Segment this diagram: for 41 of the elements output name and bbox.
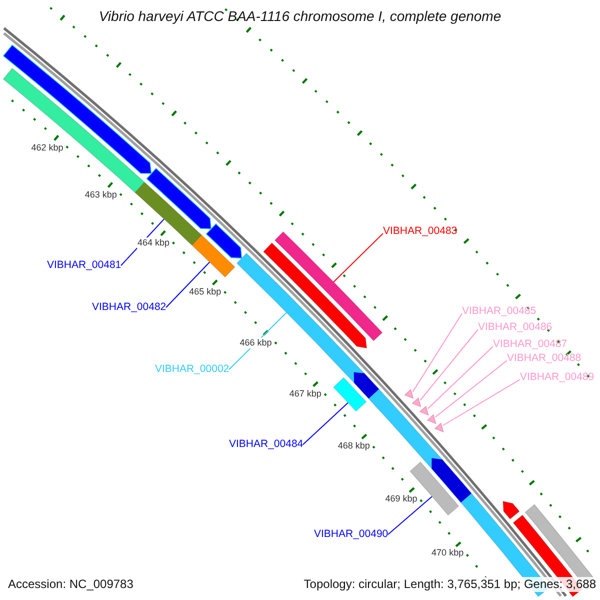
scale-label: 468 kbp	[336, 440, 371, 452]
gene-label: VIBHAR_00487	[493, 338, 568, 351]
gene-label: VIBHAR_00482	[92, 301, 166, 314]
gene-label: VIBHAR_00488	[507, 352, 582, 365]
gene-label: VIBHAR_00481	[47, 259, 122, 272]
accession-number: Accession: NC_009783	[6, 577, 136, 592]
gene-label: VIBHAR_00490	[314, 528, 388, 541]
gene-label: VIBHAR_00483	[383, 225, 458, 238]
leader-line	[388, 496, 432, 535]
leader-line	[302, 402, 348, 445]
scale-label: 469 kbp	[384, 494, 418, 505]
scale-label: 470 kbp	[430, 548, 465, 559]
scale-label: 467 kbp	[288, 388, 322, 400]
genome-summary: Topology: circular; Length: 3,765,351 bp; Genes: 3,688	[302, 577, 598, 592]
gene-marker	[426, 414, 436, 424]
scale-label: 465 kbp	[188, 286, 222, 298]
scale-label: 462 kbp	[30, 142, 64, 154]
gene-marker	[434, 422, 444, 432]
gene-bar	[274, 231, 383, 342]
gene-label: VIBHAR_00002	[155, 363, 230, 376]
gene-bar	[333, 377, 367, 412]
scale-label: 463 kbp	[84, 190, 118, 201]
leader-line	[442, 379, 520, 426]
leader-line	[427, 346, 494, 410]
leader-line	[412, 313, 462, 392]
gene-label: VIBHAR_00484	[229, 438, 304, 451]
gene-label: VIBHAR_00489	[520, 371, 594, 384]
gene-marker	[412, 397, 422, 408]
scale-label: 466 kbp	[238, 337, 273, 348]
gene-bar	[134, 182, 202, 246]
gene-marker	[419, 406, 429, 416]
scale-label: 464 kbp	[136, 238, 171, 249]
gene-label: VIBHAR_00485	[462, 305, 536, 318]
leader-line	[166, 262, 210, 308]
leader-line	[333, 233, 384, 282]
leader-line	[434, 360, 508, 418]
gene-label: VIBHAR_00486	[478, 321, 552, 334]
diagram-title: Vibrio harveyi ATCC BAA-1116 chromosome I, complete genome	[98, 8, 502, 24]
gene-marker	[404, 389, 414, 399]
leader-line	[420, 329, 478, 401]
gene-bar	[192, 234, 236, 278]
